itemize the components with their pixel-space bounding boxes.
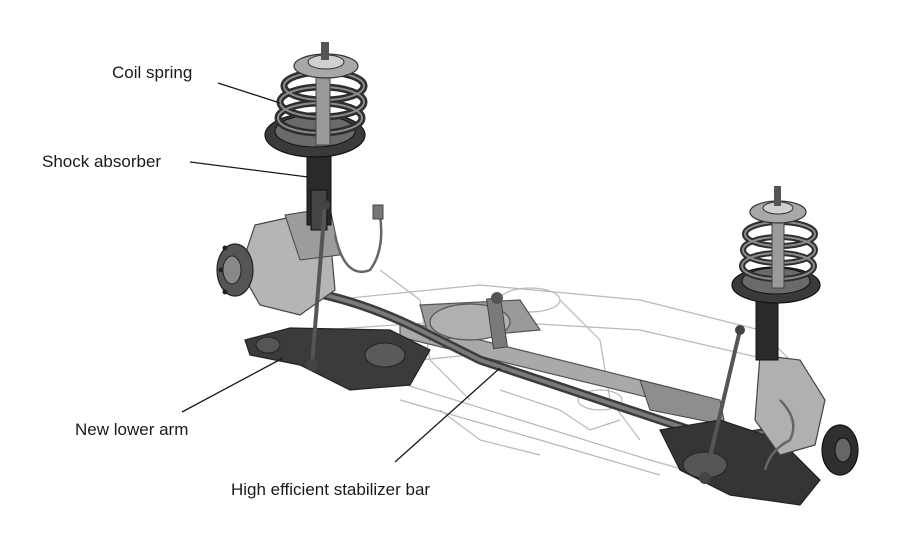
leader-coil-spring [217, 82, 281, 104]
steering-rack [399, 292, 726, 426]
label-shock-absorber: Shock absorber [42, 152, 162, 171]
leader-lines [181, 82, 501, 463]
leader-shock-absorber [189, 161, 309, 178]
left-lower-arm [244, 327, 431, 391]
label-stabilizer-bar: High efficient stabilizer bar [231, 480, 431, 499]
brake-hose [333, 204, 795, 471]
label-new-lower-arm: New lower arm [75, 420, 189, 439]
label-coil-spring: Coil spring [112, 63, 193, 82]
leader-new-lower-arm [181, 357, 284, 413]
left-strut [264, 42, 368, 371]
right-strut [699, 186, 821, 484]
right-knuckle [754, 354, 859, 476]
leader-stabilizer-bar [394, 367, 501, 463]
